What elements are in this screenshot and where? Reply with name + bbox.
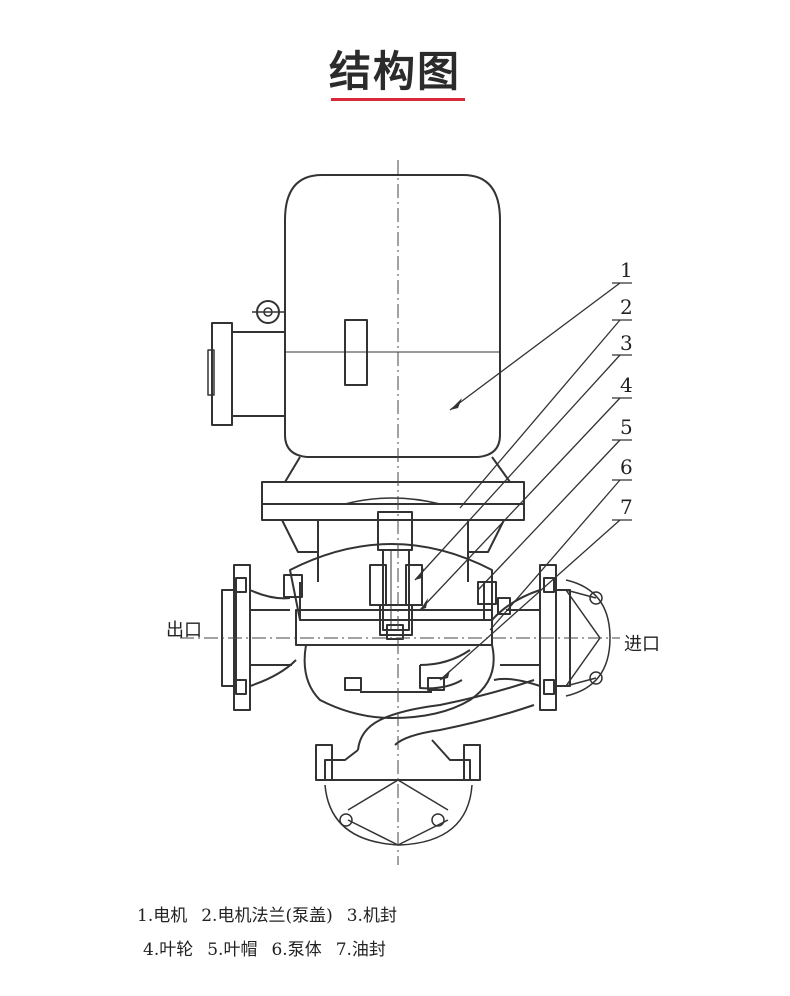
callout-arrows (415, 398, 462, 680)
inlet-label: 进口 (624, 634, 660, 655)
legend-item-mechanical-seal: 3.机封 (346, 906, 397, 926)
inlet-flange-circle (565, 579, 611, 697)
legend-item-motor: 1.电机 (137, 906, 188, 926)
page-title: 结构图 (328, 47, 461, 96)
legend-row-2: 4.叶轮 5.叶帽 6.泵体 7.油封 (143, 935, 400, 960)
mechanical-seal (369, 564, 423, 640)
title-underline (331, 98, 465, 101)
callout-1: 1 (620, 258, 633, 282)
callout-6: 6 (620, 455, 633, 479)
legend-item-motor-flange: 2.电机法兰(泵盖) (201, 906, 333, 926)
callout-5: 5 (620, 415, 633, 439)
callout-3: 3 (620, 331, 633, 355)
legend-item-impeller: 4.叶轮 (143, 940, 194, 960)
pump-structure-diagram: 1 2 3 4 5 6 7 出口 进口 (0, 120, 790, 890)
legend-item-oil-seal: 7.油封 (335, 940, 386, 960)
callout-leaders (414, 282, 632, 681)
callout-numbers: 1 2 3 4 5 6 7 (620, 258, 633, 519)
page-header: 结构图 (0, 0, 790, 120)
parts-legend: 1.电机 2.电机法兰(泵盖) 3.机封 4.叶轮 5.叶帽 6.泵体 7.油封 (0, 895, 790, 985)
motor-flange (261, 481, 525, 582)
legend-item-pump-body: 6.泵体 (271, 940, 322, 960)
callout-7: 7 (620, 495, 633, 519)
callout-4: 4 (620, 373, 633, 397)
base-foot (324, 779, 473, 846)
center-lines (180, 160, 620, 865)
suction-elbow (315, 679, 535, 781)
motor (207, 174, 511, 483)
outlet-label: 出口 (166, 620, 202, 641)
pump-drawing: 1 2 3 4 5 6 7 出口 进口 (166, 160, 660, 865)
callout-2: 2 (620, 295, 633, 319)
legend-item-impeller-cap: 5.叶帽 (207, 940, 258, 960)
inlet-flange (491, 564, 571, 711)
pump-shaft (377, 511, 413, 631)
legend-row-1: 1.电机 2.电机法兰(泵盖) 3.机封 (137, 901, 411, 926)
